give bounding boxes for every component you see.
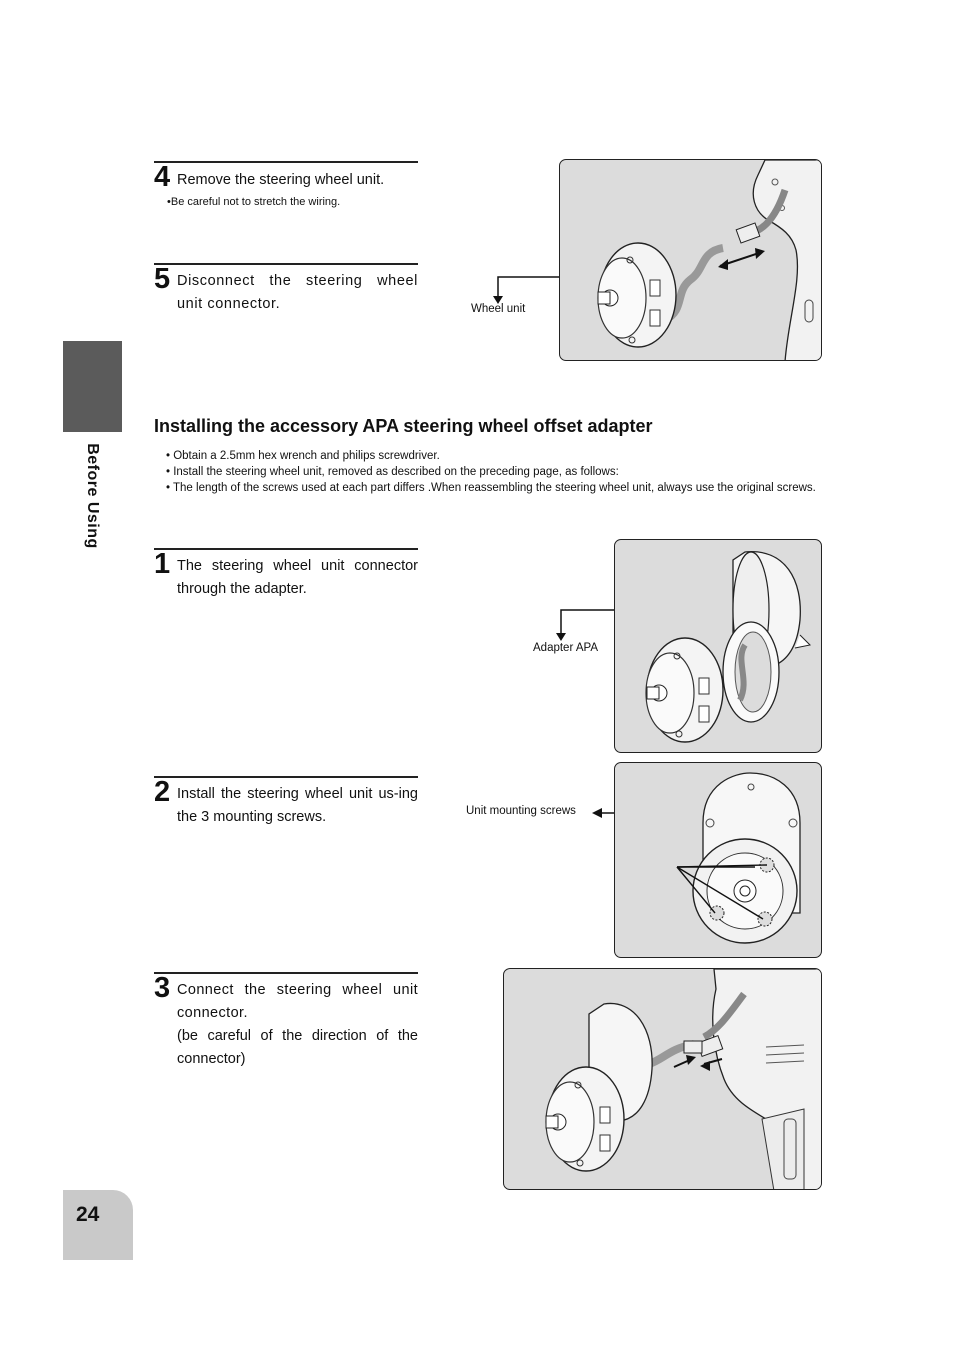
side-tab-block: [63, 341, 122, 432]
bullet-item: • The length of the screws used at each …: [166, 482, 816, 494]
step-number: 5: [154, 263, 171, 295]
step-divider: [154, 263, 418, 265]
step-note: •Be careful not to stretch the wiring.: [167, 196, 341, 208]
figure-adapter-apa: [614, 539, 822, 753]
step-text: Connect the steering wheel unit connecto…: [177, 982, 418, 1021]
step-3: 3 Connect the steering wheel unit connec…: [154, 972, 418, 1082]
step-divider: [154, 548, 418, 550]
figure-mounting-screws: [614, 762, 822, 958]
wheel-unit-label: Wheel unit: [471, 303, 526, 315]
bullet-item: • Install the steering wheel unit, remov…: [166, 466, 619, 478]
mounting-screws-illustration: [676, 772, 801, 944]
step-number: 2: [154, 776, 171, 808]
step-text: The steering wheel unit connector throug…: [177, 558, 418, 597]
step-divider: [154, 161, 418, 163]
connect-illustration: [545, 969, 821, 1189]
page-number: 24: [76, 1203, 100, 1226]
step-1: 1 The steering wheel unit connector thro…: [154, 548, 418, 608]
page-number-tab: [63, 1190, 133, 1260]
section-tab-label: Before Using: [84, 443, 101, 549]
wheel-unit-illustration: [597, 160, 821, 360]
step-2: 2 Install the steering wheel unit us-ing…: [154, 776, 418, 836]
figure-remove-wheel-unit: [559, 159, 822, 361]
step-4: 4 Remove the steering wheel unit. •Be ca…: [154, 161, 418, 221]
bullet-item: • Obtain a 2.5mm hex wrench and philips …: [166, 450, 440, 462]
step-text-note: (be careful of the direction of the conn…: [177, 1028, 418, 1067]
section-title: Installing the accessory APA steering wh…: [154, 416, 653, 436]
step-number: 4: [154, 161, 171, 193]
unit-mounting-screws-label: Unit mounting screws: [466, 805, 576, 817]
step-text: Remove the steering wheel unit.: [177, 172, 385, 188]
step-text: Disconnect the steering wheel unit conne…: [177, 273, 418, 312]
step-divider: [154, 972, 418, 974]
step-number: 3: [154, 972, 171, 1004]
step-divider: [154, 776, 418, 778]
bullet-list: • Obtain a 2.5mm hex wrench and philips …: [166, 448, 816, 496]
step-text: Install the steering wheel unit us-ing t…: [177, 786, 418, 825]
adapter-illustration: [645, 551, 812, 743]
step-number: 1: [154, 548, 171, 580]
adapter-apa-label: Adapter APA: [533, 642, 598, 654]
figure-connect-connector: [503, 968, 822, 1190]
step-5: 5 Disconnect the steering wheel unit con…: [154, 263, 418, 323]
